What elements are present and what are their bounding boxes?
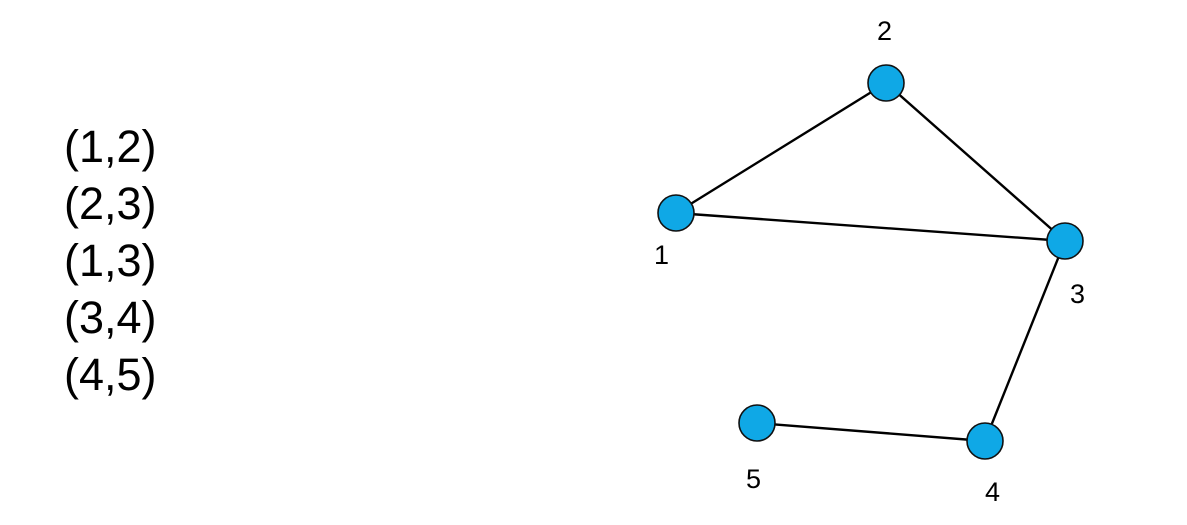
graph-node-4[interactable] — [966, 422, 1004, 460]
graph-node-2[interactable] — [867, 64, 905, 102]
graph-svg: 1 2 3 4 5 — [654, 16, 1085, 507]
graph-edge-1-2 — [674, 81, 888, 215]
graph-edge-4-5 — [755, 421, 987, 443]
graph-node-label-4: 4 — [985, 477, 1000, 507]
graph-nodes-group — [657, 64, 1084, 460]
list-item: (2,3) — [64, 178, 157, 229]
graph-edge-1-3 — [674, 211, 1067, 243]
graph-edge-2-3 — [884, 81, 1067, 243]
graph-node-5[interactable] — [738, 404, 776, 442]
graph-node-1[interactable] — [657, 194, 695, 232]
graph-edges-group — [674, 81, 1067, 443]
graph-diagram: 1 2 3 4 5 — [600, 0, 1187, 525]
graph-node-label-3: 3 — [1070, 279, 1085, 309]
list-item: (4,5) — [64, 349, 157, 400]
edge-list: (1,2) (2,3) (1,3) (3,4) (4,5) — [64, 118, 264, 403]
list-item: (3,4) — [64, 292, 157, 343]
graph-node-label-2: 2 — [877, 16, 892, 46]
graph-node-labels-group: 1 2 3 4 5 — [654, 16, 1085, 507]
list-item: (1,3) — [64, 235, 157, 286]
graph-node-label-1: 1 — [654, 240, 669, 270]
graph-edge-3-4 — [983, 239, 1067, 443]
list-item: (1,2) — [64, 121, 157, 172]
graph-node-3[interactable] — [1046, 222, 1084, 260]
graph-node-label-5: 5 — [746, 464, 761, 494]
